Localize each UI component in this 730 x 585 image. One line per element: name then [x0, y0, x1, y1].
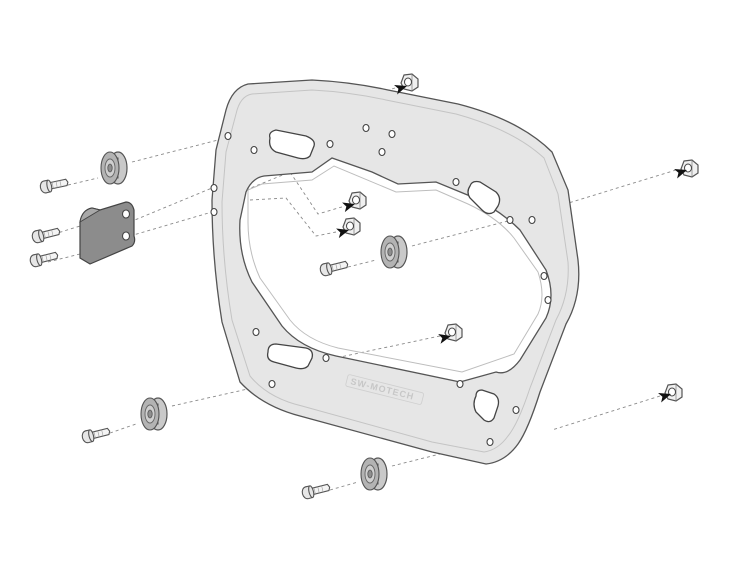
spacer — [360, 457, 388, 491]
nut — [664, 383, 683, 402]
frame-holes — [210, 123, 552, 447]
spacer — [100, 151, 128, 185]
nut — [680, 159, 699, 178]
bolt — [318, 257, 350, 278]
frame-slot — [266, 343, 314, 370]
bolt — [38, 175, 70, 195]
spacer — [380, 235, 408, 269]
adapter-bracket — [79, 201, 136, 265]
bolt — [300, 480, 332, 501]
spacer — [140, 397, 168, 431]
side-carrier-frame: SW-MOTECH — [210, 79, 580, 465]
bolt — [80, 424, 112, 445]
frame-slot — [473, 389, 500, 423]
frame-slot — [268, 129, 315, 160]
bolt — [30, 224, 62, 245]
bolt — [28, 248, 60, 269]
frame-slot — [467, 180, 501, 215]
mounting-bolts — [28, 175, 350, 501]
